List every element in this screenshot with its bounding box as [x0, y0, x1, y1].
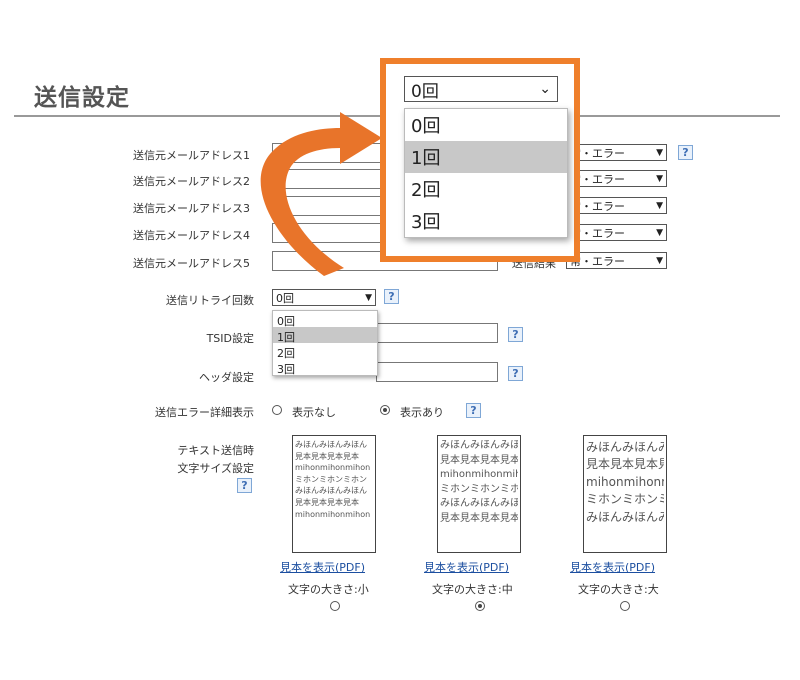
text-size-sample-large: みほんみほんみほん 見本見本見本見本 mihonmihonmihon ミホンミホ… [583, 435, 667, 553]
tsid-label: TSID設定 [206, 332, 254, 345]
retry-option-3[interactable]: 3回 [277, 363, 295, 376]
retry-dropdown-list: 0回 1回 2回 3回 [272, 310, 378, 376]
chevron-down-icon: ▼ [365, 292, 372, 303]
text-size-caption-small: 文字の大きさ:小 [288, 583, 369, 596]
error-detail-off-radio[interactable] [272, 405, 282, 415]
header-input[interactable] [376, 362, 498, 382]
error-detail-label: 送信エラー詳細表示 [155, 406, 254, 419]
sample-pdf-link-medium[interactable]: 見本を表示(PDF) [424, 561, 510, 574]
zoomed-retry-select[interactable]: 0回 ⌄ [404, 76, 558, 102]
text-size-sample-small: みほんみほんみほん 見本見本見本見本 mihonmihonmihon ミホンミホ… [292, 435, 376, 553]
help-icon[interactable]: ? [508, 366, 523, 381]
arrow-shape [260, 112, 382, 276]
header-label: ヘッダ設定 [199, 371, 254, 384]
sample-pdf-link-large[interactable]: 見本を表示(PDF) [570, 561, 656, 574]
chevron-down-icon: ▼ [656, 255, 663, 266]
text-size-label-line1: テキスト送信時 [177, 444, 254, 457]
chevron-down-icon: ▼ [656, 147, 663, 158]
help-icon[interactable]: ? [466, 403, 481, 418]
sender-address-4-label: 送信元メールアドレス4 [133, 229, 250, 242]
retry-zoom-callout: 0回 ⌄ 0回 1回 2回 3回 [380, 58, 580, 262]
sender-address-3-label: 送信元メールアドレス3 [133, 202, 250, 215]
send-result-select-4[interactable]: 常・エラー▼ [566, 224, 667, 241]
error-detail-off-label: 表示なし [292, 406, 336, 419]
retry-option-2[interactable]: 2回 [277, 347, 295, 360]
help-icon[interactable]: ? [678, 145, 693, 160]
retry-option-1[interactable]: 1回 [273, 327, 377, 344]
chevron-down-icon: ⌄ [539, 81, 551, 97]
text-size-sample-medium: みほんみほんみほん 見本見本見本見本 mihonmihonmihon ミホンミホ… [437, 435, 521, 553]
callout-arrow [260, 112, 382, 276]
zoomed-retry-option-1[interactable]: 1回 [405, 141, 567, 173]
chevron-down-icon: ▼ [656, 227, 663, 238]
text-size-medium-radio[interactable] [475, 601, 485, 611]
sender-address-5-label: 送信元メールアドレス5 [133, 257, 250, 270]
zoomed-retry-option-3[interactable]: 3回 [411, 212, 441, 233]
error-detail-on-radio[interactable] [380, 405, 390, 415]
sender-address-1-label: 送信元メールアドレス1 [133, 149, 250, 162]
help-icon[interactable]: ? [237, 478, 252, 493]
zoomed-retry-option-2[interactable]: 2回 [411, 180, 441, 201]
sample-pdf-link-small[interactable]: 見本を表示(PDF) [280, 561, 366, 574]
chevron-down-icon: ▼ [656, 173, 663, 184]
text-size-caption-medium: 文字の大きさ:中 [432, 583, 513, 596]
text-size-large-radio[interactable] [620, 601, 630, 611]
sender-address-2-label: 送信元メールアドレス2 [133, 175, 250, 188]
tsid-input[interactable] [376, 323, 498, 343]
text-size-small-radio[interactable] [330, 601, 340, 611]
zoomed-retry-dropdown: 0回 1回 2回 3回 [404, 108, 568, 238]
chevron-down-icon: ▼ [656, 200, 663, 211]
send-result-select-1[interactable]: 常・エラー▼ [566, 144, 667, 161]
send-result-select-5[interactable]: 常・エラー▼ [566, 252, 667, 269]
send-result-select-2[interactable]: 常・エラー▼ [566, 170, 667, 187]
help-icon[interactable]: ? [384, 289, 399, 304]
help-icon[interactable]: ? [508, 327, 523, 342]
retry-count-label: 送信リトライ回数 [166, 294, 254, 307]
retry-count-select[interactable]: 0回▼ [272, 289, 376, 306]
zoomed-retry-option-0[interactable]: 0回 [411, 116, 441, 137]
error-detail-on-label: 表示あり [400, 406, 444, 419]
retry-option-0[interactable]: 0回 [277, 315, 295, 328]
text-size-caption-large: 文字の大きさ:大 [578, 583, 659, 596]
text-size-label-line2: 文字サイズ設定 [177, 462, 254, 475]
send-result-select-3[interactable]: 常・エラー▼ [566, 197, 667, 214]
page-title: 送信設定 [34, 85, 130, 111]
